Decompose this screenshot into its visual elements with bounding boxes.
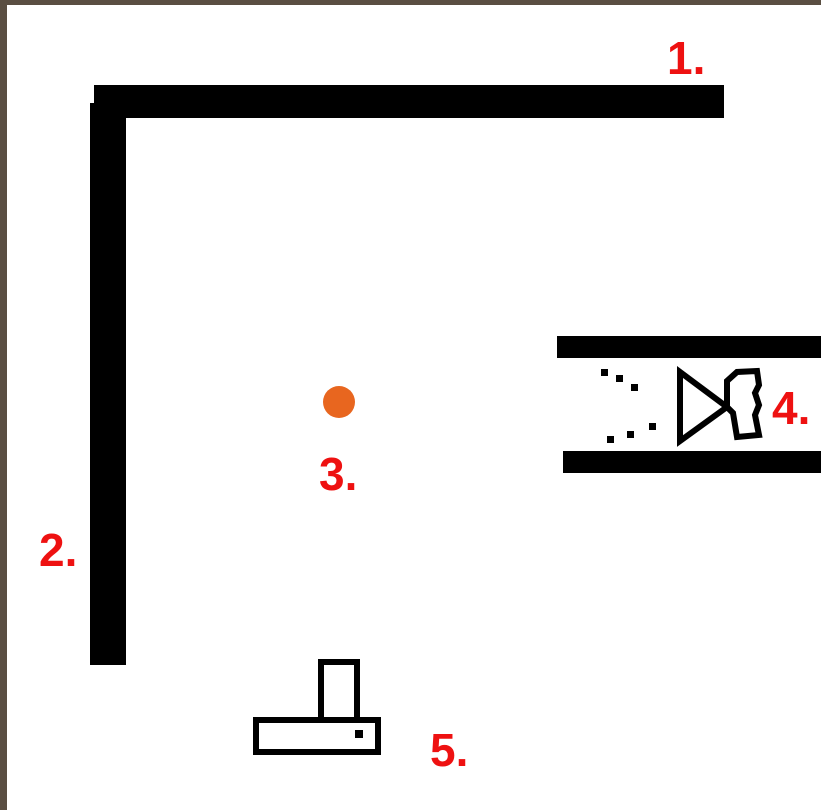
label-3: 3. xyxy=(319,451,357,497)
orange-dot xyxy=(323,386,355,418)
sound-waves-icon xyxy=(597,365,667,445)
top-wall xyxy=(94,85,724,118)
corridor-bottom-wall xyxy=(563,451,821,473)
lamp-icon xyxy=(251,658,387,758)
corridor-top-wall xyxy=(557,336,821,358)
left-wall xyxy=(90,103,126,665)
label-1: 1. xyxy=(667,35,705,81)
label-5: 5. xyxy=(430,727,468,773)
label-4: 4. xyxy=(772,385,810,431)
label-2: 2. xyxy=(39,527,77,573)
speaker-icon xyxy=(675,367,767,445)
diagram-canvas: 1. 2. 3. 4. 5. xyxy=(7,5,821,810)
